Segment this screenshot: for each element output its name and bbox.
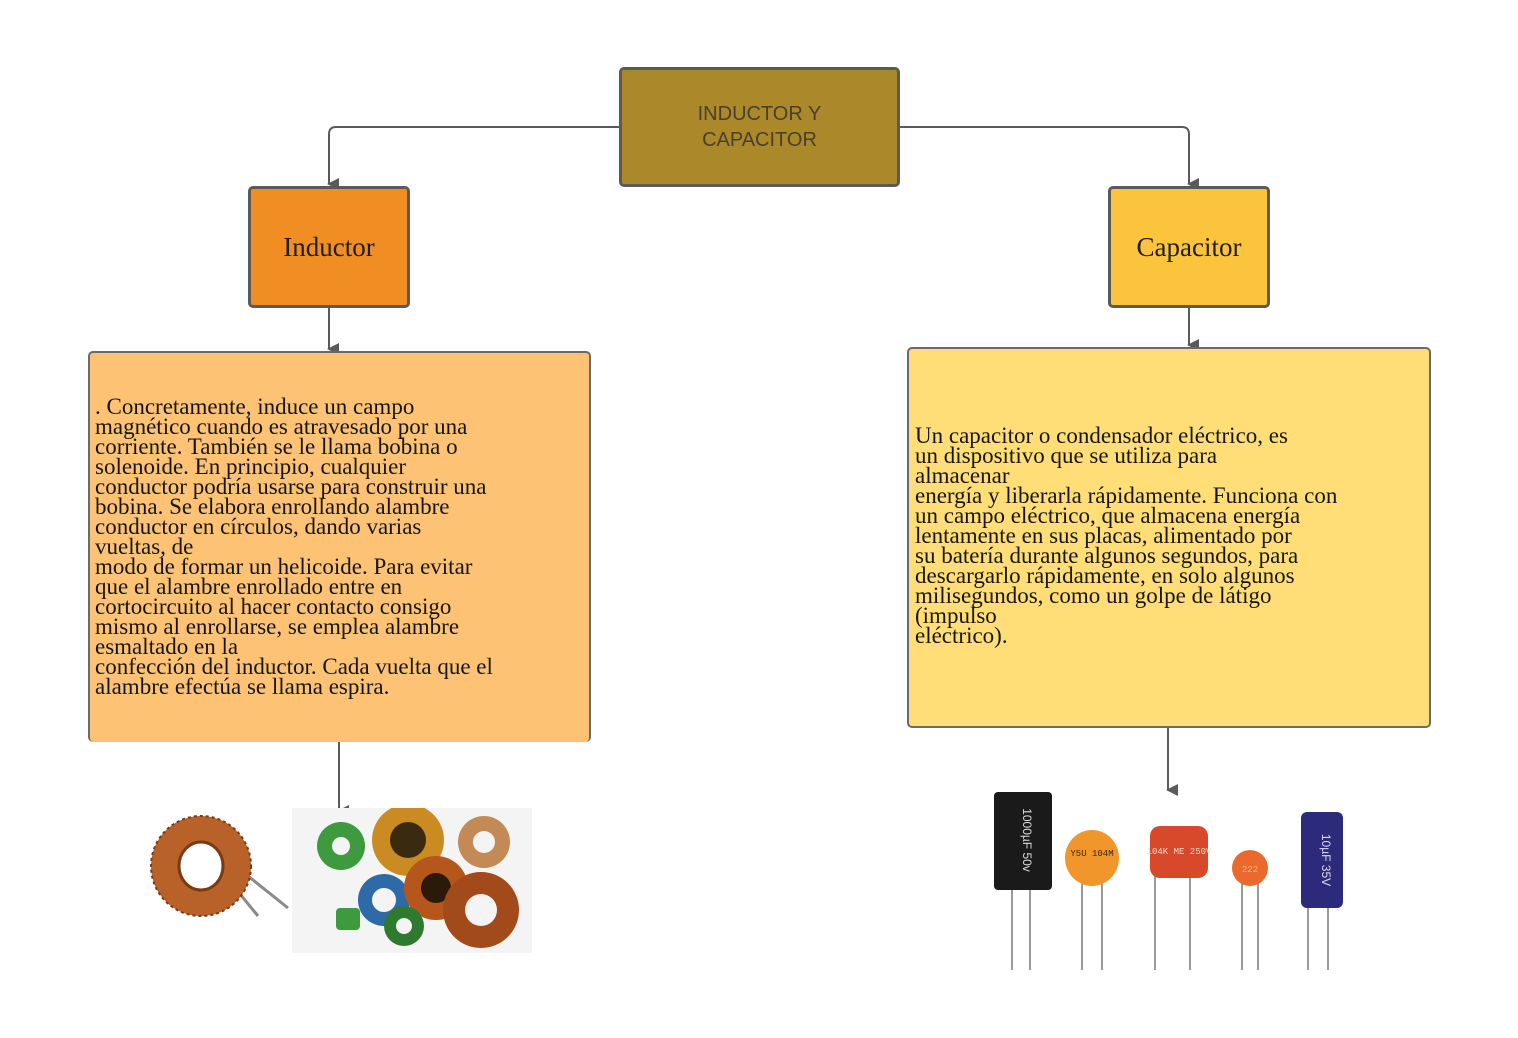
inductor-cluster-icon xyxy=(317,808,519,948)
root-node[interactable]: INDUCTOR Y CAPACITOR xyxy=(619,67,900,187)
capacitor-photo: 1000µF 50v Y5U 104M 104K ME 250V 222 10µ… xyxy=(994,792,1343,970)
svg-text:10µF 35V: 10µF 35V xyxy=(1319,834,1333,886)
connector-root-capacitor xyxy=(900,126,1199,190)
ceramic-capacitor-icon: Y5U 104M xyxy=(1065,830,1119,970)
capacitor-node[interactable]: Capacitor xyxy=(1108,186,1270,308)
svg-text:222: 222 xyxy=(1242,865,1258,875)
svg-text:104K ME 250V: 104K ME 250V xyxy=(1147,847,1212,857)
disc-capacitor-icon: 222 xyxy=(1232,850,1268,970)
inductor-photo xyxy=(150,808,532,953)
svg-text:1000µF 50v: 1000µF 50v xyxy=(1020,808,1034,872)
inductor-description: . Concretamente, induce un campo magnéti… xyxy=(95,394,493,699)
inductor-node[interactable]: Inductor xyxy=(248,186,410,308)
svg-text:Y5U 104M: Y5U 104M xyxy=(1070,849,1113,859)
capacitor-description: Un capacitor o condensador eléctrico, es… xyxy=(915,423,1338,648)
capacitor-description-box[interactable]: Un capacitor o condensador eléctrico, es… xyxy=(907,347,1431,728)
toroid-coil-icon xyxy=(150,815,289,917)
inductor-title: Inductor xyxy=(283,231,375,262)
root-title: INDUCTOR Y CAPACITOR xyxy=(697,103,822,151)
film-capacitor-icon: 104K ME 250V xyxy=(1147,826,1212,970)
electrolytic-blue-capacitor-icon: 10µF 35V xyxy=(1301,812,1343,970)
electrolytic-capacitor-icon: 1000µF 50v xyxy=(994,792,1052,970)
inductor-description-box[interactable]: . Concretamente, induce un campo magnéti… xyxy=(88,351,591,742)
connector-root-inductor xyxy=(327,126,619,190)
capacitor-title: Capacitor xyxy=(1136,231,1242,262)
